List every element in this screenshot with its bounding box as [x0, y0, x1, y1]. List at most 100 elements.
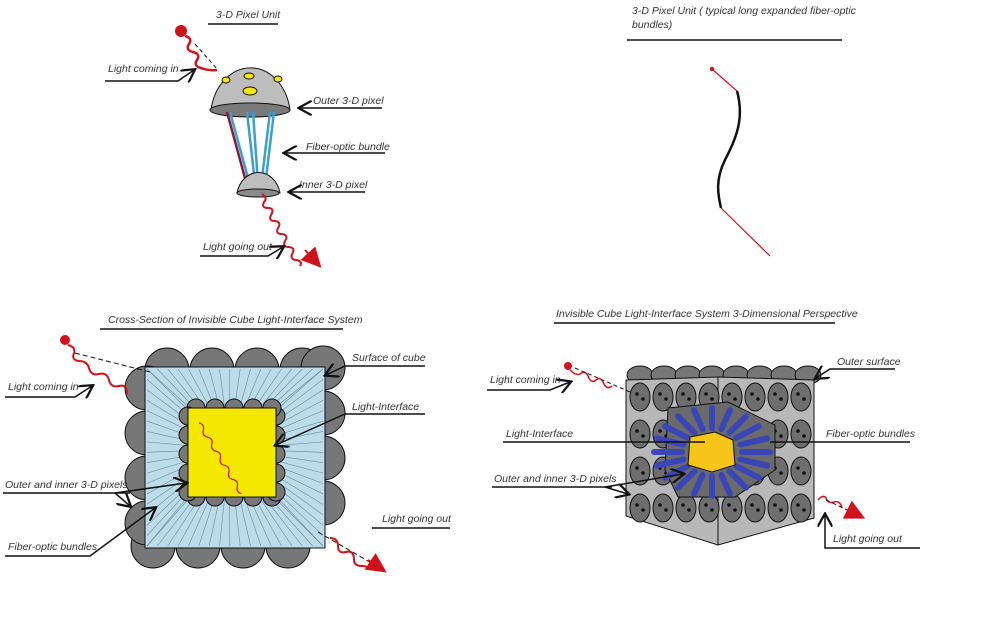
bundle — [726, 413, 750, 436]
label-pixels: Outer and inner 3-D pixels — [494, 473, 617, 485]
pixel-dot — [681, 503, 685, 507]
fiber — [146, 441, 191, 447]
pixel-dot — [802, 434, 806, 438]
pixel-dot — [802, 471, 806, 475]
fiber — [238, 494, 251, 547]
pixel-dot — [635, 392, 639, 396]
panel-title-line1: 3-D Pixel Unit ( typical long expanded f… — [632, 5, 857, 17]
bundle — [691, 407, 706, 433]
bundle — [733, 423, 762, 441]
label-bundles: Fiber-optic bundles — [8, 541, 98, 553]
fiber — [146, 459, 191, 474]
panel-title: Cross-Section of Invisible Cube Light-In… — [108, 314, 363, 326]
fiber — [257, 494, 293, 547]
fiber — [146, 368, 193, 411]
label-surface: Surface of cube — [352, 352, 426, 364]
bundle — [662, 423, 691, 441]
bundle — [674, 413, 698, 436]
fiber — [257, 368, 293, 411]
label-surface: Outer surface — [837, 356, 901, 368]
pixel-dot — [779, 397, 783, 401]
face-pixel — [744, 493, 766, 523]
pixel-dot — [635, 429, 639, 433]
fiber — [273, 459, 324, 474]
pixel-dot — [796, 466, 800, 470]
fiber — [146, 494, 193, 547]
fiber — [273, 493, 324, 547]
face-pixel — [744, 382, 766, 412]
pixel-dot — [704, 392, 708, 396]
fiber — [271, 368, 324, 411]
panel-cross-section: Cross-Section of Invisible Cube Light-In… — [3, 314, 452, 573]
pixel-dot — [710, 397, 714, 401]
face-pixel — [652, 382, 674, 412]
inner-3d-pixel — [236, 172, 281, 198]
pixel-dot — [704, 503, 708, 507]
label-outer-pixel: Outer 3-D pixel — [313, 95, 384, 107]
face-pixel — [629, 419, 651, 449]
face-pixel — [629, 456, 651, 486]
face-pixel — [767, 382, 789, 412]
bundle — [733, 463, 762, 481]
pixel-dot — [658, 392, 662, 396]
face-pixel — [790, 493, 812, 523]
pixel-dot — [756, 397, 760, 401]
pixel-dot — [773, 392, 777, 396]
light-out-ray — [817, 495, 866, 519]
fiber — [188, 494, 212, 547]
label-light-in: Light coming in — [490, 374, 561, 386]
pixel-dot — [750, 392, 754, 396]
label-light-in: Light coming in — [8, 381, 79, 393]
label-inner-pixel: Inner 3-D pixel — [299, 179, 368, 191]
pixel-dot — [756, 508, 760, 512]
fiber — [219, 494, 226, 547]
pixel-dot — [687, 397, 691, 401]
pixel-dot — [635, 466, 639, 470]
light-in-ray — [60, 335, 151, 395]
pixel-dot — [727, 392, 731, 396]
fiber — [146, 368, 191, 413]
bundle — [737, 435, 771, 448]
bundle — [691, 471, 706, 497]
pixel-dot — [779, 471, 783, 475]
label-light-out: Light going out — [833, 533, 903, 545]
panel-long-unit: 3-D Pixel Unit ( typical long expanded f… — [627, 5, 857, 257]
face-pixel — [767, 493, 789, 523]
fiber — [271, 494, 324, 547]
pixel-dot — [664, 508, 668, 512]
pixel-dot — [681, 392, 685, 396]
pixel-dot — [796, 503, 800, 507]
light-out-ray — [317, 531, 387, 573]
face-pixel — [790, 419, 812, 449]
face-pixel — [652, 493, 674, 523]
pixel-dot — [802, 397, 806, 401]
bundle — [718, 471, 733, 497]
label-light-in: Light coming in — [108, 63, 179, 75]
outer-3d-pixel — [209, 67, 291, 118]
label-bundles: Fiber-optic bundles — [826, 428, 916, 440]
pixel-dot — [641, 397, 645, 401]
pixel-dot — [733, 508, 737, 512]
pixel-dot — [802, 508, 806, 512]
face-pixel — [790, 382, 812, 412]
label-bundle: Fiber-optic bundle — [306, 141, 390, 153]
light-interface — [187, 407, 277, 498]
bundle — [718, 407, 733, 433]
pixel-dot — [750, 503, 754, 507]
face-pixel — [629, 493, 651, 523]
panel-title: Invisible Cube Light-Interface System 3-… — [556, 308, 858, 320]
pixel-dot — [664, 397, 668, 401]
pixel-dot — [779, 508, 783, 512]
bundle — [653, 456, 687, 469]
pixel-dot — [773, 503, 777, 507]
pixel-dot — [779, 434, 783, 438]
pixel-dot — [796, 429, 800, 433]
bundle — [737, 456, 771, 469]
panel-perspective: Invisible Cube Light-Interface System 3-… — [487, 308, 920, 549]
label-pixels: Outer and inner 3-D pixels — [5, 479, 128, 491]
pixel-dot — [687, 508, 691, 512]
pixel-dot — [710, 508, 714, 512]
bundle — [726, 468, 750, 491]
fiber — [146, 493, 191, 547]
